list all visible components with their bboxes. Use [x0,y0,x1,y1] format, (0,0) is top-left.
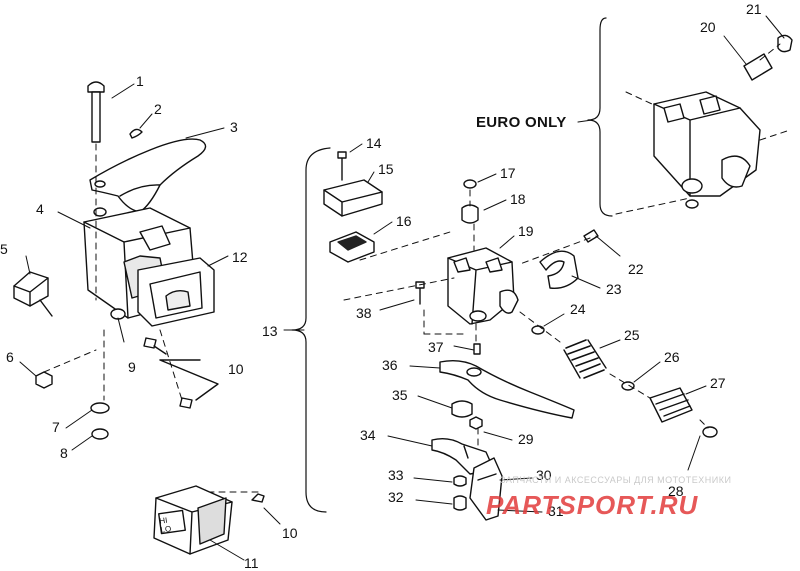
washer-part-9 [110,308,126,320]
hi-lo-switch-part [153,485,233,555]
callout-28: 28 [668,483,684,499]
clip-part [129,128,143,139]
callout-8: 8 [60,445,68,461]
spring-part-25 [563,339,607,379]
screw-part-32 [453,495,467,511]
lever-part [89,138,207,213]
watermark-tagline: ЗАПЧАСТИ И АКСЕССУАРЫ ДЛЯ МОТОТЕХНИКИ [500,475,732,485]
fitting-part-20 [743,53,773,81]
watermark-logo: PARTSPORT.RU [486,490,699,520]
screw-part-38 [415,281,425,305]
callout-20: 20 [700,19,716,35]
pin-part-37 [473,343,481,355]
callout-19: 19 [518,223,534,239]
callout-26: 26 [664,349,680,365]
callout-2: 2 [154,101,162,117]
cap-part-21 [777,34,793,53]
callout-29: 29 [518,431,534,447]
callout-15: 15 [378,161,394,177]
nut-part-6 [35,371,53,389]
nut-part-29 [469,416,483,430]
callout-16: 16 [396,213,412,229]
washer-part-7 [90,402,110,414]
cover-part-15 [323,179,383,217]
screw-part-10b [179,397,193,409]
callout-18: 18 [510,191,526,207]
hi-lo-face-text: HI LO [158,515,172,535]
washer-part-24 [531,325,545,335]
bracket-euro [587,17,613,217]
brake-switch-part [469,457,503,521]
callout-5: 5 [0,241,8,257]
callout-22: 22 [628,261,644,277]
clamp-part-23 [539,250,579,289]
screw-part-10a [143,337,167,355]
screw-part-14 [337,151,347,181]
callout-14: 14 [366,135,382,151]
callout-7: 7 [52,419,60,435]
callout-10a: 10 [228,361,244,377]
callout-30: 30 [536,467,552,483]
switch-cap-part [13,271,53,317]
ring-part-17 [463,179,477,189]
washer-part-33 [453,475,467,487]
callout-38: 38 [356,305,372,321]
callout-36: 36 [382,357,398,373]
callout-34: 34 [360,427,376,443]
bolt-part [87,81,105,143]
callout-10b: 10 [282,525,298,541]
master-cylinder-part [447,247,519,325]
callout-33: 33 [388,467,404,483]
callout-9: 9 [128,359,136,375]
euro-master-cylinder-part [653,91,761,209]
bushing-part-35 [451,400,473,418]
callout-35: 35 [392,387,408,403]
cap-part-18 [461,204,479,224]
callout-6: 6 [6,349,14,365]
callout-24: 24 [570,301,586,317]
callout-37: 37 [428,339,444,355]
callout-27: 27 [710,375,726,391]
washer-part-26 [621,381,635,391]
callout-11: 11 [244,555,259,571]
callout-32: 32 [388,489,404,505]
callout-13: 13 [262,323,278,339]
callout-3: 3 [230,119,238,135]
piston-part-27 [649,387,693,423]
callout-12: 12 [232,249,248,265]
callout-23: 23 [606,281,622,297]
callout-21: 21 [746,1,762,17]
callout-4: 4 [36,201,44,217]
euro-only-label: EURO ONLY [476,114,567,131]
o-ring-part-28 [702,426,718,438]
callout-25: 25 [624,327,640,343]
callout-1: 1 [136,73,144,89]
callout-17: 17 [500,165,516,181]
callout-31: 31 [548,503,564,519]
ring-part-8 [91,428,109,440]
switch-block-part [137,257,215,327]
